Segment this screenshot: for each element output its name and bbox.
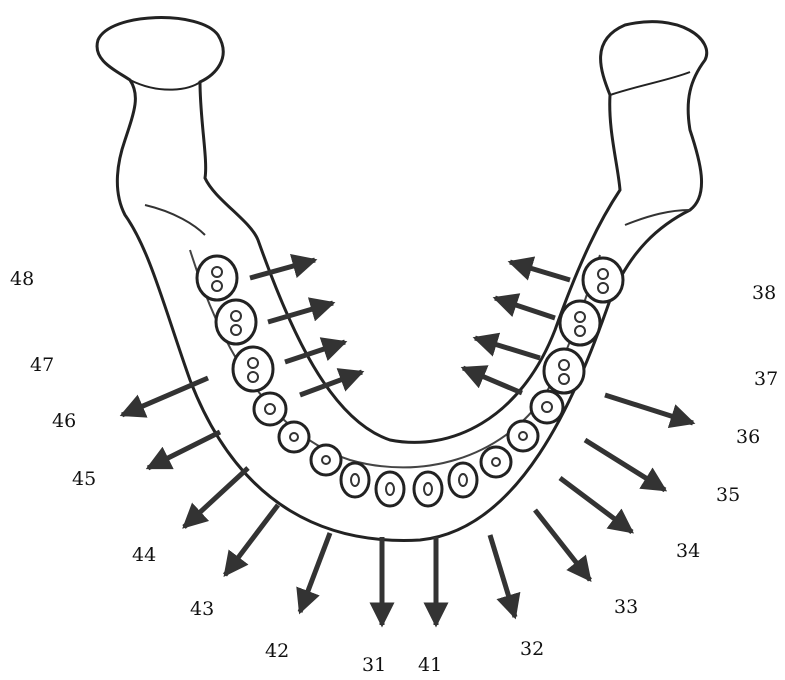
tooth-33 [481, 447, 511, 477]
arrow-43-buccal [225, 505, 278, 575]
label-45: 45 [72, 470, 96, 489]
arrow-45-buccal [148, 432, 220, 468]
label-42: 42 [265, 642, 289, 661]
tooth-41 [376, 472, 404, 506]
tooth-42 [341, 463, 369, 497]
label-36: 36 [736, 428, 760, 447]
label-47: 47 [30, 356, 54, 375]
arrow-44-buccal [184, 468, 248, 527]
arrow-42-buccal [300, 533, 330, 612]
arrow-36-lingual [475, 338, 540, 358]
label-31: 31 [362, 656, 386, 675]
label-32: 32 [520, 640, 544, 659]
label-46: 46 [52, 412, 76, 431]
tooth-31 [414, 472, 442, 506]
arrow-33-buccal [535, 510, 590, 580]
label-38: 38 [752, 284, 776, 303]
label-33: 33 [614, 598, 638, 617]
label-43: 43 [190, 600, 214, 619]
arrow-46-buccal [122, 378, 208, 415]
label-41: 41 [418, 656, 442, 675]
arrow-37-lingual [495, 298, 555, 318]
label-37: 37 [754, 370, 778, 389]
label-35: 35 [716, 486, 740, 505]
tooth-44 [279, 422, 309, 452]
arrow-35-lingual [463, 368, 522, 393]
arrow-38-lingual [510, 262, 570, 280]
tooth-32 [449, 463, 477, 497]
tooth-35 [531, 391, 563, 423]
arrow-35-buccal [585, 440, 665, 490]
tooth-43 [311, 445, 341, 475]
arrow-34-buccal [560, 478, 632, 532]
label-44: 44 [132, 546, 156, 565]
tooth-34 [508, 421, 538, 451]
arrow-32-buccal [490, 535, 515, 617]
label-48: 48 [10, 270, 34, 289]
tooth-45 [254, 393, 286, 425]
label-34: 34 [676, 542, 700, 561]
arrow-36-buccal [605, 395, 693, 423]
